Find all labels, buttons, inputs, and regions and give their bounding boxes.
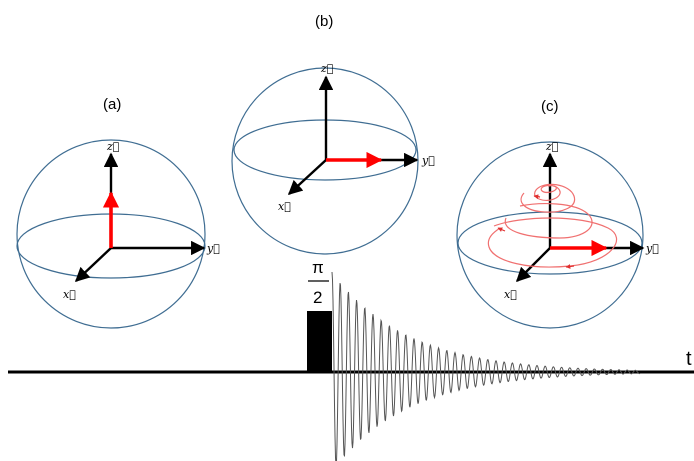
x-axis-label: x⃗ <box>278 200 291 213</box>
x-axis-arrow <box>74 247 112 282</box>
spiral-arrowhead <box>497 227 506 232</box>
panel-b-label: (b) <box>315 13 333 30</box>
y-axis-label: y⃗ <box>206 242 220 255</box>
sphere-outline <box>456 141 644 329</box>
z-axis-label: z⃗ <box>106 140 119 153</box>
sphere-c: z⃗ y⃗ x⃗ <box>456 140 659 329</box>
y-axis-label: y⃗ <box>645 242 659 255</box>
panel-a-label: (a) <box>103 96 121 113</box>
sphere-outline <box>16 139 206 329</box>
z-axis-label: z⃗ <box>320 62 333 75</box>
spiral-arrowhead <box>533 194 541 200</box>
fid-signal <box>331 271 641 461</box>
pulse-numerator: π <box>312 258 324 277</box>
x-axis-arrow <box>287 159 327 195</box>
rf-pulse-block <box>307 311 332 372</box>
y-axis-label: y⃗ <box>421 154 435 167</box>
precession-spiral <box>487 183 618 268</box>
x-axis-arrow <box>515 247 551 283</box>
x-axis-label: x⃗ <box>63 288 76 301</box>
z-axis-label: z⃗ <box>545 140 558 153</box>
spiral-arrowhead <box>565 264 575 269</box>
x-axis-label: x⃗ <box>504 288 517 301</box>
pulse-denominator: 2 <box>313 288 322 307</box>
panel-c-label: (c) <box>541 98 559 115</box>
sphere-b: z⃗ y⃗ x⃗ <box>231 62 435 255</box>
sphere-a: z⃗ y⃗ x⃗ <box>16 139 220 329</box>
time-axis-label: t <box>686 348 692 370</box>
